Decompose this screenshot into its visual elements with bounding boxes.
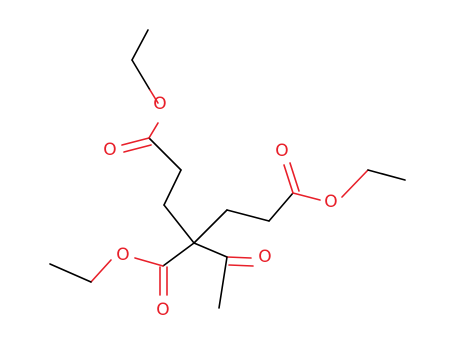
bond-ethyl-right (367, 169, 406, 181)
atom-o-ester-top: O (153, 94, 166, 114)
bond-ester-left-c (162, 242, 195, 267)
bond-chain-right-2 (226, 209, 270, 222)
bond-carbonyl-top-double-b (123, 144, 152, 153)
bond-acetyl-double-b (228, 264, 254, 267)
atom-o-ester-left: O (116, 245, 129, 265)
bond-carbonyl-right-double-a (283, 164, 294, 194)
bond-carbonyl-right-double-b (289, 162, 300, 192)
atom-o-carbonyl-left: O (156, 300, 169, 320)
bond-o-left-ethyl (90, 259, 112, 283)
bond-chain-upper-2 (163, 204, 195, 244)
bond-o1-ch2 (149, 89, 159, 104)
atom-o-carbonyl-right: O (275, 141, 288, 161)
bond-chain-right-3 (268, 192, 294, 222)
bond-ethyl-top-1 (131, 29, 149, 61)
bond-ethyl-left (49, 263, 92, 283)
bond-ester-left-o (134, 257, 164, 267)
atom-o-carbonyl-top: O (103, 140, 116, 160)
atom-o-acetyl: O (258, 247, 271, 267)
bond-acetyl-methyl (218, 256, 228, 309)
bond-chain-right-1 (193, 209, 228, 244)
bond-acetyl-double-a (226, 256, 252, 259)
bond-o1-carbonyl (148, 122, 159, 139)
bond-acetyl-c (193, 242, 228, 258)
bond-carbonyl-top-chain (148, 137, 182, 171)
bond-ethyl-top-2 (131, 59, 151, 91)
bond-o-right-ethyl (341, 169, 369, 198)
bond-carbonyl-top-double-a (121, 137, 150, 146)
bond-chain-upper-1 (163, 169, 182, 206)
bond-carbonyl-right-o (292, 192, 321, 201)
atom-o-ester-right: O (324, 192, 337, 212)
